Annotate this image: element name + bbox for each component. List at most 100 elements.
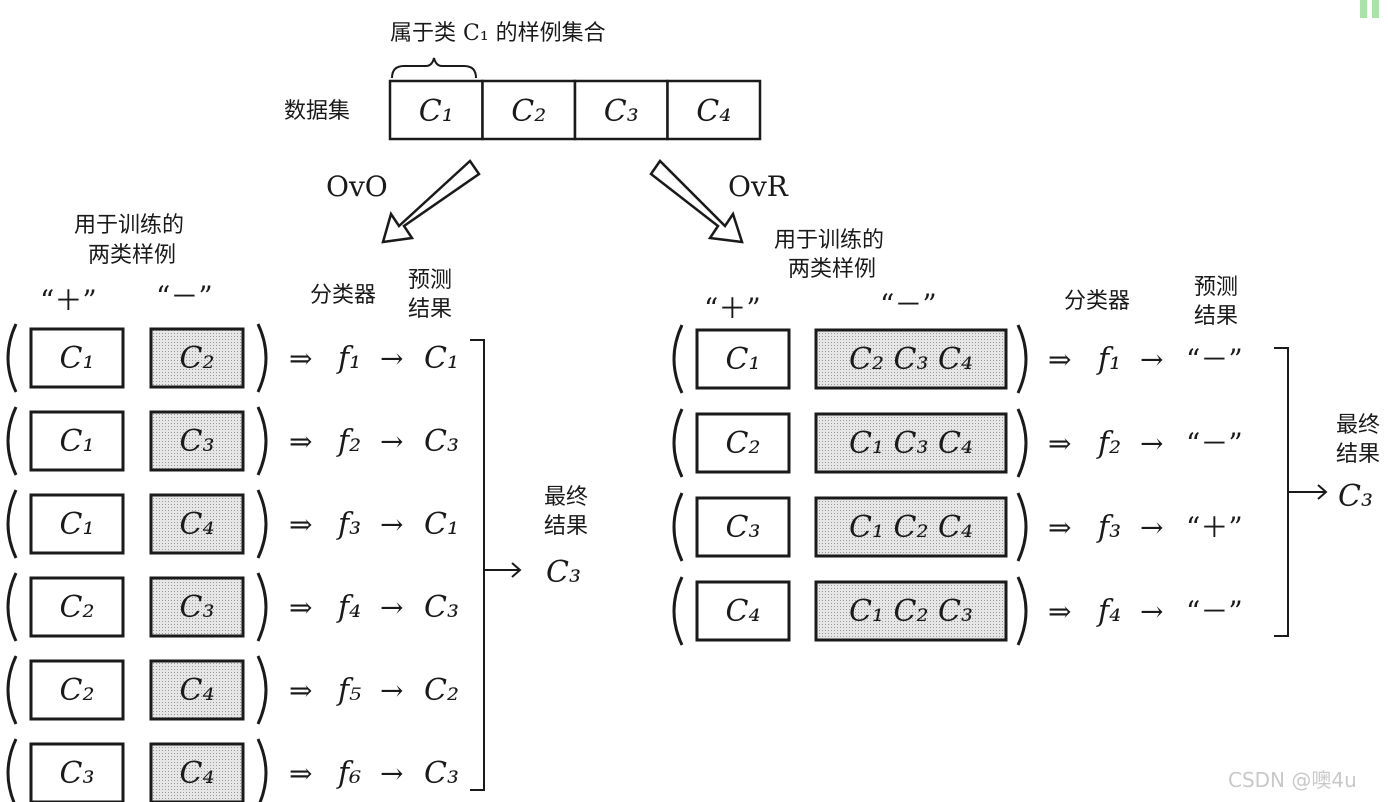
prediction: “＋” <box>1186 511 1243 544</box>
ovo-predict-header-line2: 结果 <box>408 297 452 322</box>
classifier: f₁ <box>1096 342 1121 377</box>
negative-classes: C₁ C₂ C₄ <box>849 510 973 545</box>
ovo-final-bracket <box>470 339 485 791</box>
watermark: CSDN @噢4u <box>1228 768 1357 792</box>
positive-box <box>29 327 125 389</box>
ovo-plus-header: “＋” <box>40 284 97 317</box>
to-arrow: → <box>380 425 403 458</box>
right-paren <box>256 655 268 725</box>
ovr-final-arrow <box>1288 484 1328 500</box>
implies-symbol: ⇒ <box>289 674 312 707</box>
ovr-train-header-line2: 两类样例 <box>788 257 876 282</box>
ovo-train-header-line1: 用于训练的 <box>74 213 184 238</box>
classifier: f₄ <box>1096 594 1121 629</box>
dataset-brace <box>391 57 477 79</box>
ovr-row: C₂ C₁ C₃ C₄ ⇒ f₂ → “－” <box>672 408 1243 478</box>
prediction: C₁ <box>424 507 459 542</box>
classifier: f₆ <box>336 756 361 791</box>
positive-class: C₂ <box>60 673 95 708</box>
right-paren <box>256 323 268 393</box>
prediction: C₃ <box>424 756 459 791</box>
ovo-final-result: C₃ <box>546 555 581 590</box>
ovr-final-header-line1: 最终 <box>1336 413 1380 438</box>
left-paren <box>672 408 684 478</box>
prediction: “－” <box>1186 427 1243 460</box>
prediction: “－” <box>1186 343 1243 376</box>
implies-symbol: ⇒ <box>289 342 312 375</box>
implies-symbol: ⇒ <box>1048 511 1071 544</box>
right-paren <box>1016 576 1028 646</box>
ovo-predict-header-line1: 预测 <box>408 268 452 293</box>
negative-box <box>149 493 245 555</box>
to-arrow: → <box>1140 343 1163 376</box>
right-paren <box>256 489 268 559</box>
classifier: f₁ <box>336 341 361 376</box>
positive-box <box>29 493 125 555</box>
negative-box <box>814 412 1008 474</box>
positive-class: C₂ <box>726 426 761 461</box>
positive-class: C₁ <box>726 342 761 377</box>
negative-classes: C₂ <box>180 341 215 376</box>
ovr-plus-header: “＋” <box>704 292 761 325</box>
to-arrow: → <box>380 674 403 707</box>
implies-symbol: ⇒ <box>289 591 312 624</box>
corner-accent-bar-right <box>1372 0 1379 18</box>
prediction: C₁ <box>424 341 459 376</box>
implies-symbol: ⇒ <box>1048 343 1071 376</box>
classifier: f₄ <box>336 590 361 625</box>
implies-symbol: ⇒ <box>289 425 312 458</box>
positive-box <box>29 410 125 472</box>
negative-box <box>149 576 245 638</box>
prediction: C₃ <box>424 590 459 625</box>
implies-symbol: ⇒ <box>1048 427 1071 460</box>
negative-classes: C₂ C₃ C₄ <box>849 342 973 377</box>
to-arrow: → <box>1140 427 1163 460</box>
negative-classes: C₁ C₃ C₄ <box>849 426 973 461</box>
to-arrow: → <box>380 591 403 624</box>
negative-classes: C₃ <box>180 424 215 459</box>
implies-symbol: ⇒ <box>289 508 312 541</box>
right-paren <box>256 406 268 476</box>
implies-symbol: ⇒ <box>1048 595 1071 628</box>
positive-box <box>695 328 791 390</box>
left-paren <box>672 576 684 646</box>
positive-class: C₁ <box>60 424 95 459</box>
ovo-train-header-line2: 两类样例 <box>88 243 176 268</box>
classifier: f₃ <box>336 507 361 542</box>
right-paren <box>256 738 268 802</box>
positive-class: C₃ <box>726 510 761 545</box>
positive-box <box>29 576 125 638</box>
right-paren <box>256 572 268 642</box>
negative-box <box>149 742 245 802</box>
left-paren <box>6 572 18 642</box>
classifier: f₂ <box>1096 426 1121 461</box>
ovr-row: C₁ C₂ C₃ C₄ ⇒ f₁ → “－” <box>672 324 1243 394</box>
prediction: “－” <box>1186 595 1243 628</box>
right-paren <box>1016 408 1028 478</box>
classifier: f₃ <box>1096 510 1121 545</box>
left-paren <box>6 489 18 559</box>
left-paren <box>6 406 18 476</box>
left-paren <box>6 323 18 393</box>
positive-box <box>29 659 125 721</box>
ovo-arrow <box>381 159 481 244</box>
negative-box <box>149 659 245 721</box>
negative-box <box>149 327 245 389</box>
right-paren <box>1016 324 1028 394</box>
to-arrow: → <box>380 757 403 790</box>
ovr-classifier-header: 分类器 <box>1064 289 1130 314</box>
prediction: C₂ <box>424 673 459 708</box>
ovr-final-result: C₃ <box>1338 479 1373 514</box>
ovr-arrow-label: OvR <box>728 170 789 203</box>
dataset-brace-label: 属于类 C₁ 的样例集合 <box>390 21 606 46</box>
to-arrow: → <box>1140 511 1163 544</box>
negative-classes: C₄ <box>180 756 215 791</box>
positive-class: C₃ <box>60 756 95 791</box>
ovr-arrow <box>649 159 744 244</box>
classifier: f₂ <box>336 424 361 459</box>
dataset-cell-label: C₁ <box>419 94 454 129</box>
